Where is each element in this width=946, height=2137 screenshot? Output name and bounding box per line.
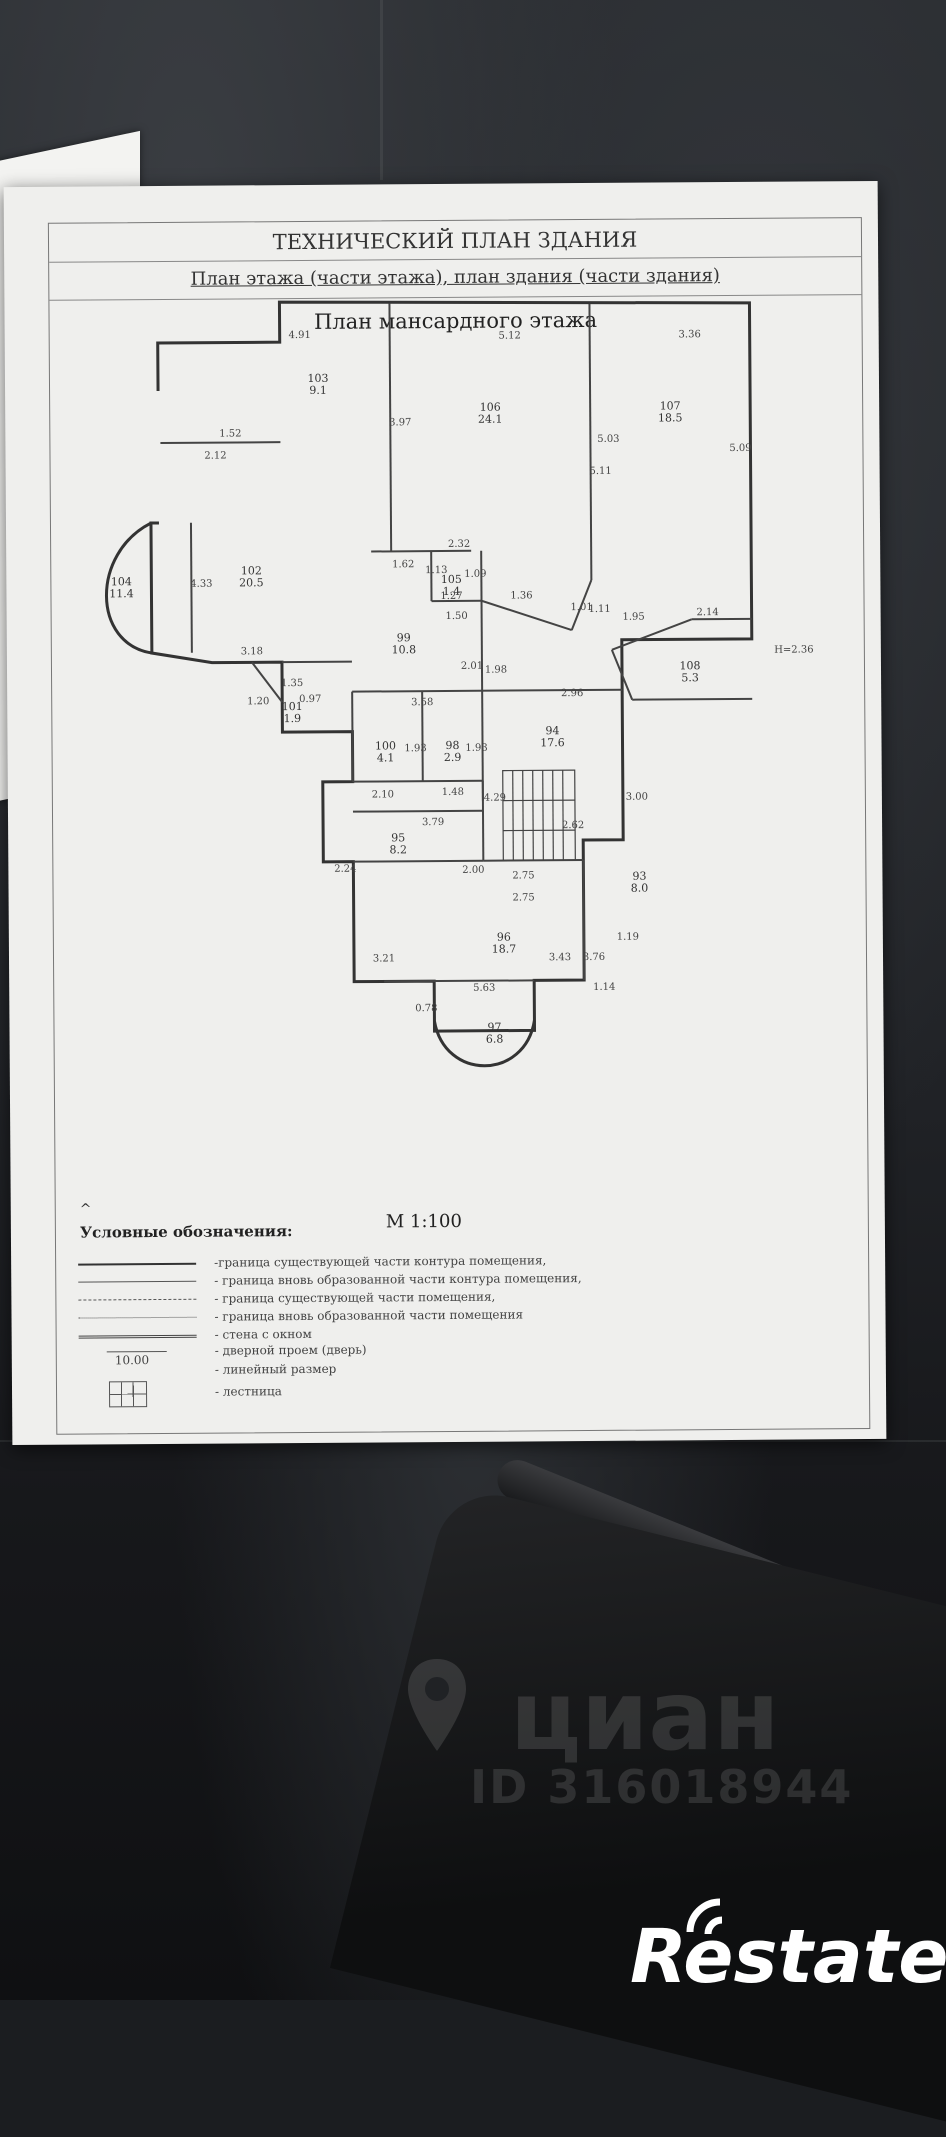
watermark-brand: циан: [510, 1660, 780, 1772]
dimension: 3.97: [389, 417, 411, 428]
dimension: 1.98: [485, 665, 507, 676]
room-number: 24.1: [478, 413, 503, 426]
room-area: 4.1: [377, 751, 395, 764]
dimension: 1.62: [392, 559, 414, 570]
plan-scale: М 1:100: [386, 1211, 462, 1233]
dimension: 3.43: [549, 952, 571, 963]
dimension: 1.27: [440, 591, 462, 602]
dimension: 5.12: [499, 330, 521, 341]
dimension: 5.63: [473, 983, 495, 994]
room-area: 8.0: [631, 882, 649, 895]
room-area: 10.8: [392, 643, 417, 656]
dimension: 2.75: [512, 892, 534, 903]
room-area: 9.1: [309, 384, 327, 397]
dimension: 1.20: [247, 696, 269, 707]
dimension: 1.35: [281, 678, 303, 689]
floor-plan-drawing: 103 9.1 106 24.1 107 18.5 104 11.4 102 2…: [49, 218, 868, 1204]
dimension: 5.11: [589, 466, 611, 477]
legend-symbol: [78, 1299, 196, 1301]
room-area: 18.5: [658, 411, 683, 424]
dimension: 3.58: [411, 697, 433, 708]
dimension: 1.93: [465, 743, 487, 754]
dimension: 1.52: [219, 428, 241, 439]
legend-symbol: [79, 1335, 197, 1339]
legend-item: - граница вновь образованной части помещ…: [214, 1307, 523, 1323]
dimension: 2.14: [696, 607, 718, 618]
legend-item: - лестница: [215, 1384, 282, 1398]
dimension: 2.12: [204, 451, 226, 462]
dimension: 1.14: [593, 982, 615, 993]
room-area: 11.4: [109, 587, 134, 600]
dimension: 1.13: [425, 565, 447, 576]
room-labels: 103 9.1 106 24.1 107 18.5 104 11.4 102 2…: [108, 369, 703, 1048]
dimension: 1.36: [510, 590, 532, 601]
dimension: 1.11: [588, 604, 610, 615]
dimension: 1.50: [445, 611, 467, 622]
dimension: 2.32: [448, 539, 470, 550]
staircase: [503, 770, 576, 861]
dimension: 3.00: [626, 792, 648, 803]
dimension: 2.75: [512, 870, 534, 881]
dimension: 2.96: [561, 688, 583, 699]
height-label: H=2.36: [774, 644, 813, 655]
legend-item: -граница существующей части контура поме…: [214, 1253, 546, 1269]
dimension: 2.62: [562, 820, 584, 831]
legend-symbol: [79, 1317, 197, 1319]
dimension: 4.91: [288, 330, 310, 341]
room-area: 5.3: [681, 671, 699, 684]
dimension: 3.76: [583, 952, 605, 963]
dimension: 3.21: [373, 953, 395, 964]
dimension: 1.09: [464, 569, 486, 580]
dimension: 3.18: [241, 646, 263, 657]
dimension: 0.78: [415, 1003, 437, 1014]
dimension: 4.33: [190, 579, 212, 590]
dimension: 3.36: [678, 329, 700, 340]
legend-item: - граница существующей части помещения,: [214, 1290, 495, 1306]
dimension: 1.93: [404, 743, 426, 754]
legend-item: - стена с окном: [215, 1327, 312, 1342]
surface-crack: [380, 0, 383, 180]
caret-mark: ^: [80, 1201, 92, 1217]
room-area: 6.8: [486, 1033, 504, 1046]
dimension: 2.10: [372, 789, 394, 800]
room-area: 2.9: [444, 751, 462, 764]
legend-symbol: [78, 1281, 196, 1283]
stairs-icon: [109, 1381, 147, 1407]
dimension: 4.29: [484, 793, 506, 804]
legend-item: - дверной проем (дверь): [215, 1343, 367, 1358]
dimension: 1.48: [442, 787, 464, 798]
technical-plan-sheet: ТЕХНИЧЕСКИЙ ПЛАН ЗДАНИЯ План этажа (част…: [4, 181, 887, 1445]
legend-symbol: [78, 1263, 196, 1266]
dimension: 0.97: [299, 694, 321, 705]
dimension: 3.79: [422, 817, 444, 828]
room-area: 1.9: [284, 712, 302, 725]
room-area: 20.5: [239, 576, 264, 589]
legend-symbol: [107, 1351, 167, 1352]
dimension: 5.09: [729, 443, 751, 454]
room-area: 8.2: [389, 843, 407, 856]
dimension: 2.01: [461, 661, 483, 672]
dimension: 1.19: [617, 932, 639, 943]
legend-title: Условные обозначения:: [80, 1222, 293, 1241]
dimension: 2.00: [462, 865, 484, 876]
dimension: 2.24: [334, 864, 356, 875]
dimension: 1.95: [622, 612, 644, 623]
legend-item: - граница вновь образованной части конту…: [214, 1271, 581, 1288]
restate-logo: Restate: [630, 1920, 946, 1994]
plan-frame: ТЕХНИЧЕСКИЙ ПЛАН ЗДАНИЯ План этажа (част…: [48, 217, 870, 1435]
watermark-id: ID 316018944: [470, 1760, 853, 1814]
dimension: 5.03: [597, 434, 619, 445]
room-area: 18.7: [492, 943, 517, 956]
length-example: 10.00: [115, 1353, 149, 1367]
location-pin-icon: [400, 1655, 474, 1755]
room-area: 17.6: [540, 736, 565, 749]
legend-item: - линейный размер: [215, 1362, 337, 1377]
